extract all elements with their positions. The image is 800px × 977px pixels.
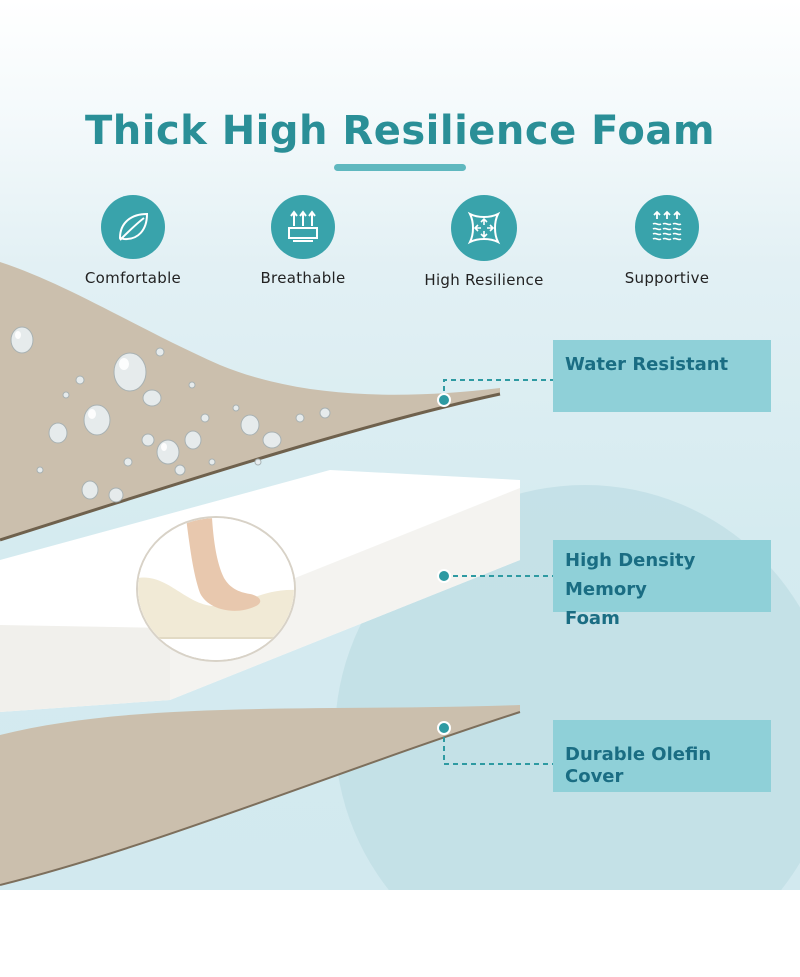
feature-high-resilience: High Resilience [404, 195, 564, 289]
bottom-fabric-edge [0, 711, 521, 886]
callout-olefin-cover: Durable Olefin Cover [553, 720, 771, 792]
bottom-fabric-layer [0, 705, 520, 885]
feature-label: Breathable [260, 269, 346, 287]
page-title: Thick High Resilience Foam [84, 108, 716, 154]
feature-comfortable: Comfortable [53, 195, 213, 287]
foam-surface [138, 577, 294, 638]
top-fabric-layer [0, 262, 500, 540]
hand-pressing [186, 518, 261, 611]
leaf-icon [118, 212, 149, 241]
feature-breathable: Breathable [223, 195, 383, 287]
callout-label: Durable Olefin Cover [565, 744, 712, 787]
connector-dots [437, 393, 451, 735]
product-infographic: Thick High Resilience Foam Comfortable B… [0, 0, 800, 890]
callout-memory-foam: High Density Memory Foam [553, 540, 771, 629]
feature-supportive: Supportive [587, 195, 747, 287]
callout-label-line1: High Density Memory [565, 550, 696, 600]
feature-label: High Resilience [424, 271, 544, 289]
feature-label: Comfortable [84, 269, 182, 287]
droplet-highlights [15, 331, 167, 451]
callout-water-resistant: Water Resistant [553, 340, 771, 412]
title-underline [334, 164, 466, 171]
compression-icon [467, 211, 501, 245]
airflow-icon [288, 210, 318, 242]
foam-front [0, 625, 170, 712]
connector-lines [443, 379, 553, 765]
memory-foam-inset [136, 516, 296, 662]
callout-label: Water Resistant [565, 354, 729, 375]
feature-label: Supportive [624, 269, 710, 287]
callout-label-line2: Foam [565, 608, 620, 629]
springs-icon [652, 210, 682, 241]
